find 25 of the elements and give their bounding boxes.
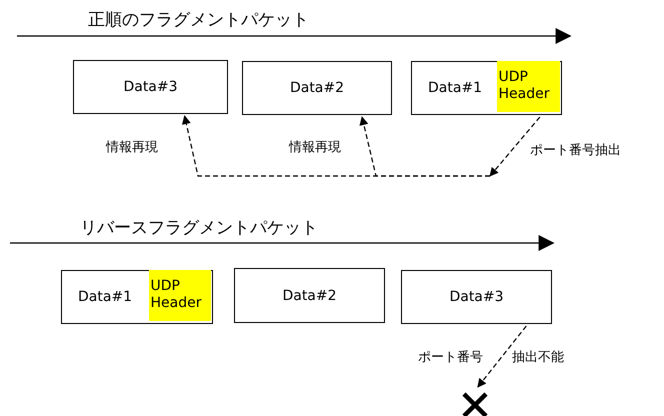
section-title: 正順のフラグメントパケット	[88, 9, 309, 31]
edge-label: 情報再現	[106, 138, 158, 156]
packet-box	[411, 61, 562, 115]
packet-label: Data#1	[78, 289, 132, 305]
packet-label: Data#1	[428, 80, 482, 96]
header-field: UDP Header	[148, 270, 211, 320]
edge-label: 情報再現	[289, 138, 341, 156]
cross-mark	[461, 391, 489, 416]
section-title: リバースフラグメントパケット	[80, 217, 318, 239]
dashed-arrow	[477, 326, 527, 388]
packet-box	[242, 61, 392, 115]
dashed-arrow	[489, 116, 540, 177]
note-text: ポート番号	[418, 348, 483, 366]
packet-box	[73, 60, 228, 114]
packet-box	[401, 270, 552, 324]
packet-label: Data#3	[449, 289, 504, 305]
packet-label: Data#3	[123, 79, 178, 95]
dashed-arrow	[360, 116, 490, 177]
note-text: ポート番号抽出	[530, 141, 621, 159]
header-field: UDP Header	[496, 60, 560, 112]
packet-box	[234, 268, 385, 323]
packet-label: Data#2	[282, 288, 337, 304]
packet-label: Data#2	[290, 80, 344, 96]
packet-box	[61, 270, 213, 324]
note-text: 抽出不能	[512, 348, 564, 366]
